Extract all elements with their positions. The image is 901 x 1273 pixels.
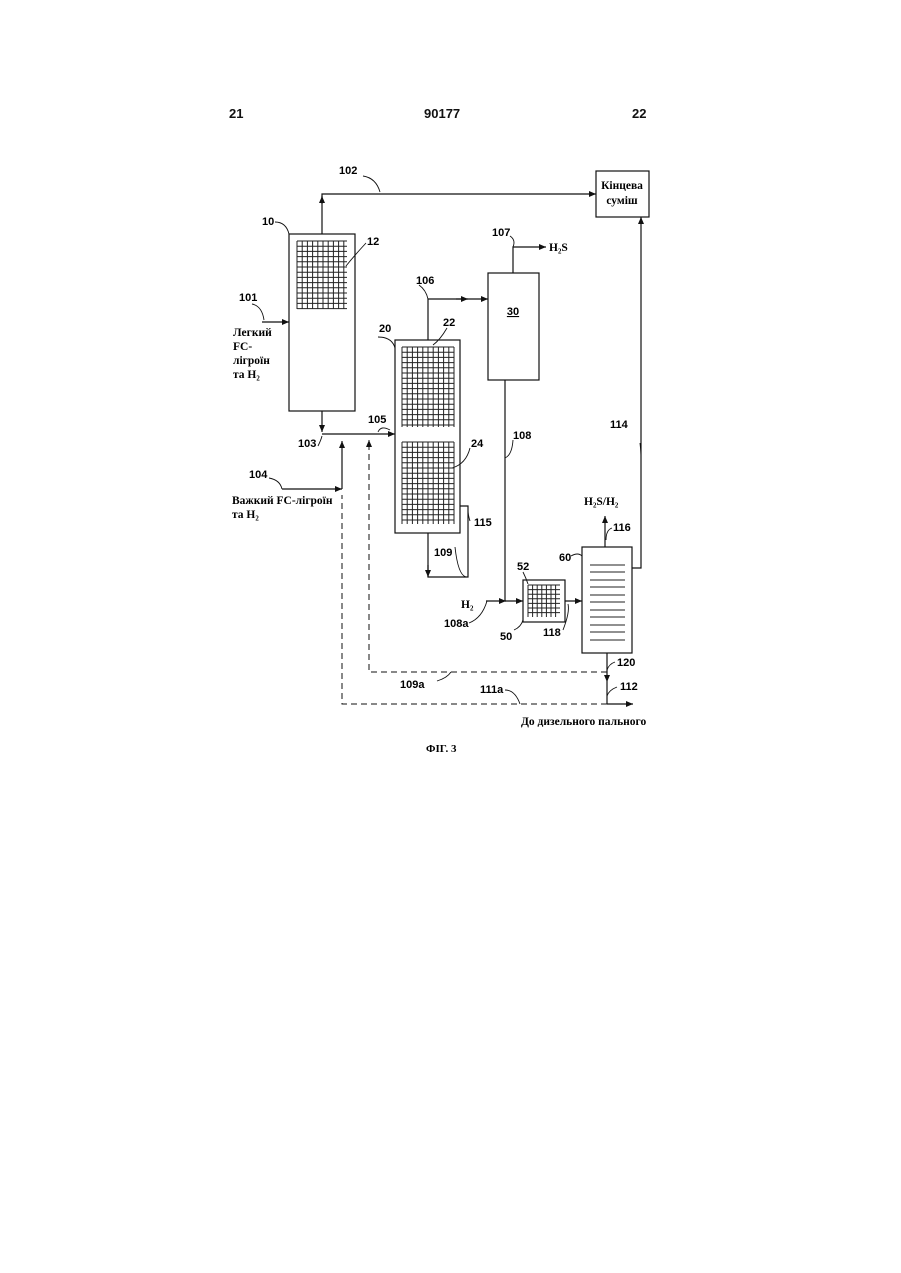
recycle-lines (342, 441, 607, 704)
ref-109: 109 (434, 547, 452, 559)
ref-112: 112 (620, 681, 638, 693)
ref-107: 107 (492, 227, 510, 239)
final-mix-label-1: Кінцева (601, 180, 643, 192)
ref-102: 102 (339, 165, 357, 177)
ref-101: 101 (239, 292, 257, 304)
light-feed-line-3: лігроїн (233, 355, 270, 367)
ref-103: 103 (298, 438, 316, 450)
ref-114: 114 (610, 419, 629, 431)
ref-120: 120 (617, 657, 635, 669)
final-mix-label-2: суміш (606, 195, 638, 207)
ref-108: 108 (513, 430, 531, 442)
ref-111a: 111a (480, 684, 504, 696)
reactor-10 (289, 234, 355, 411)
reference-numbers: 10 12 20 22 24 50 52 60 101 102 103 104 … (239, 165, 638, 696)
ref-115: 115 (474, 517, 492, 529)
light-feed-line-1: Легкий (233, 327, 272, 339)
hydrogen-feed-label: H₂ (461, 599, 474, 611)
ref-50: 50 (500, 631, 512, 643)
ref-60: 60 (559, 552, 571, 564)
ref-24: 24 (471, 438, 484, 450)
ref-20: 20 (379, 323, 391, 335)
ref-116: 116 (613, 522, 631, 534)
heavy-feed-line-2: та H₂ (232, 509, 259, 521)
reactor-50 (523, 580, 565, 622)
separator-30 (488, 273, 539, 380)
ref-52: 52 (517, 561, 529, 573)
ref-10: 10 (262, 216, 274, 228)
figure-caption: ФІГ. 3 (426, 743, 457, 755)
ref-12: 12 (367, 236, 379, 248)
light-feed-line-2: FC- (233, 341, 252, 353)
ref-104: 104 (249, 469, 268, 481)
ref-22: 22 (443, 317, 455, 329)
ref-106: 106 (416, 275, 434, 287)
column-trays (590, 565, 625, 640)
ref-108a: 108a (444, 618, 469, 630)
column-60 (582, 547, 632, 653)
ref-118: 118 (543, 627, 561, 639)
final-mix-box (596, 171, 649, 217)
separator-30-label: 30 (507, 306, 519, 318)
light-feed-line-4: та H₂ (233, 369, 260, 381)
ref-105: 105 (368, 414, 386, 426)
diesel-output-label: До дизельного пального (521, 716, 646, 728)
ref-109a: 109a (400, 679, 425, 691)
h2s-h2-output-label: H₂S/H₂ (584, 496, 619, 508)
h2s-output-label: H₂S (549, 242, 568, 254)
heavy-feed-line-1: Важкий FC-лігроїн (232, 495, 333, 507)
